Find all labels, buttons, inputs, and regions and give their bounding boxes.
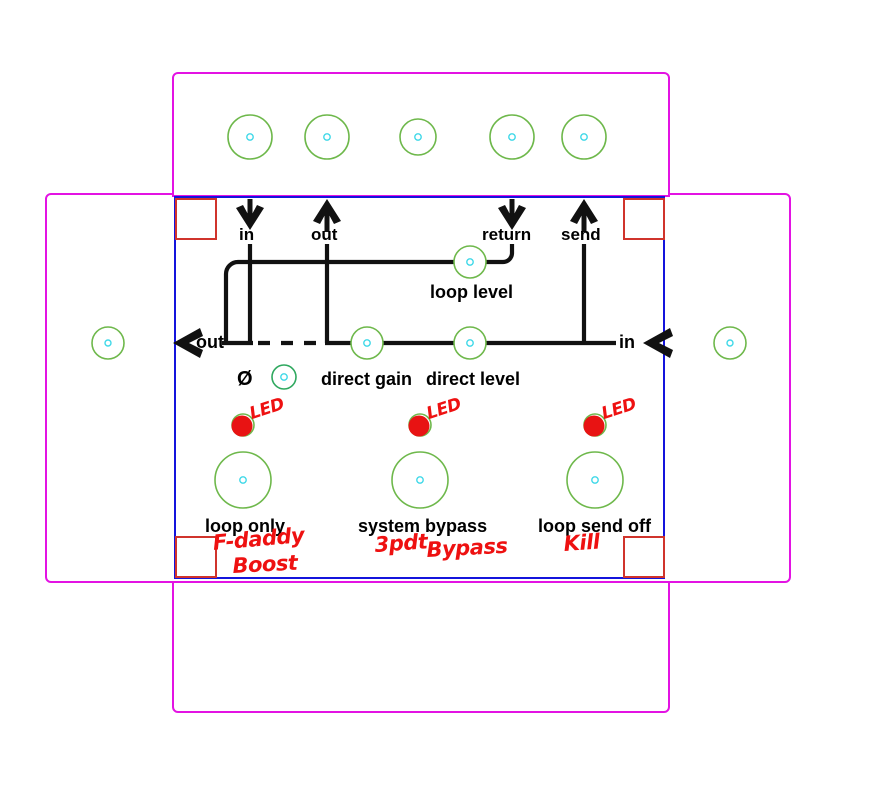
jack-return-label: return: [482, 225, 532, 244]
pot-phase-hole: [271, 364, 297, 390]
jack-out-arrow-up-icon: [313, 199, 341, 232]
jack-send-arrow-up-icon: [570, 199, 598, 232]
led-loop-only: [231, 413, 255, 437]
corner-cutout-top-left: [175, 198, 217, 240]
footswitch-system-bypass-annotation-line1: 3pdt: [373, 529, 429, 557]
footswitch-loop-send-off-hole: [566, 451, 624, 509]
top-hole-2: [304, 114, 350, 160]
phase-symbol: Ø: [237, 368, 253, 390]
side-in-label: in: [619, 332, 635, 352]
led-system-bypass: [408, 413, 432, 437]
pot-loop-level-hole: [453, 245, 487, 279]
footswitch-holes: [214, 451, 624, 509]
footswitch-loop-only-hole: [214, 451, 272, 509]
jack-in-arrow-down-icon: [236, 199, 264, 230]
side-arrows: [173, 328, 673, 358]
footswitch-loop-send-off-annotation-line1: Kill: [562, 529, 601, 556]
flap-outlines: [45, 72, 791, 713]
pot-loop-level-label: loop level: [430, 282, 514, 302]
pot-direct-level-hole: [453, 326, 487, 360]
signal-path-diagram: [222, 244, 616, 346]
jack-send-label: send: [561, 225, 601, 244]
side-out-arrow-left-icon: [173, 328, 203, 358]
corner-cutout-bottom-left: [175, 536, 217, 578]
right-flap-hole: [713, 326, 747, 360]
jack-out-label: out: [311, 225, 338, 244]
left-flap-panel: [45, 193, 173, 583]
signal-left-hook: [223, 259, 262, 343]
jack-in-label: in: [239, 225, 255, 244]
left-flap-hole: [91, 326, 125, 360]
side-in-arrow-left-icon: [643, 328, 673, 358]
top-flap-panel: [172, 72, 670, 197]
footswitch-loop-only-label: loop only: [205, 516, 285, 536]
main-face-panel: [174, 196, 665, 579]
top-hole-5: [561, 114, 607, 160]
corner-cutout-top-right: [623, 198, 665, 240]
signal-loop-to-return: [486, 244, 515, 265]
footswitch-system-bypass-label: system bypass: [358, 516, 488, 536]
potentiometer-holes: [271, 245, 487, 390]
footswitch-system-bypass-annotation-line2: Bypass: [425, 533, 508, 562]
pot-direct-gain-label: direct gain: [321, 369, 413, 389]
top-hole-3: [399, 118, 437, 156]
side-flap-holes: [91, 326, 747, 360]
led-indicators: [231, 413, 607, 437]
jack-arrows: [236, 199, 598, 232]
footswitch-system-bypass-hole: [391, 451, 449, 509]
top-hole-4: [489, 114, 535, 160]
corner-cutouts: [175, 198, 665, 578]
side-out-label: out: [196, 332, 224, 352]
bottom-flap-panel: [172, 581, 670, 713]
pot-direct-gain-hole: [350, 326, 384, 360]
jack-return-arrow-down-icon: [498, 199, 526, 230]
footswitch-loop-only-annotation-line2: Boost: [231, 550, 298, 578]
top-hole-1: [227, 114, 273, 160]
corner-cutout-bottom-right: [623, 536, 665, 578]
pot-direct-level-label: direct level: [426, 369, 521, 389]
led-loop-send-off: [583, 413, 607, 437]
top-flap-holes: [227, 114, 607, 160]
right-flap-panel: [669, 193, 791, 583]
footswitch-loop-send-off-label: loop send off: [538, 516, 651, 536]
